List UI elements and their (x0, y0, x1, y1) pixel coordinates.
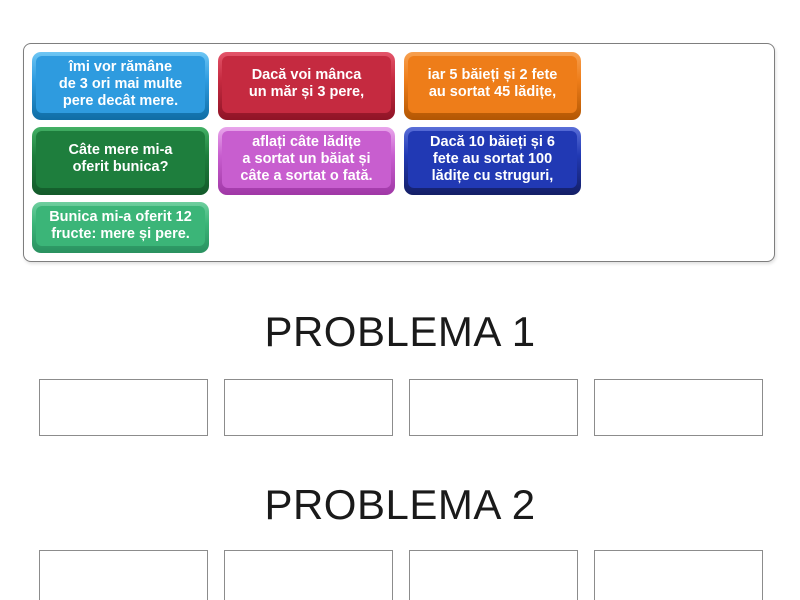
card-tray: îmi vor rămâne de 3 ori mai multe pere d… (23, 43, 775, 262)
word-card-dark-blue[interactable]: Dacă 10 băieți și 6 fete au sortat 100 l… (404, 126, 581, 195)
word-card-text: îmi vor rămâne de 3 ori mai multe pere d… (36, 56, 205, 113)
problema-1-slots-row (39, 378, 763, 436)
word-card-orange[interactable]: iar 5 băieți și 2 fete au sortat 45 lădi… (404, 52, 581, 120)
word-card-pink[interactable]: aflați câte lădițe a sortat un băiat și … (218, 126, 395, 195)
word-card-text: aflați câte lădițe a sortat un băiat și … (222, 130, 391, 188)
word-card-text: iar 5 băieți și 2 fete au sortat 45 lădi… (408, 56, 577, 113)
answer-slot[interactable] (594, 378, 763, 436)
word-card-teal-green[interactable]: Bunica mi-a oferit 12 fructe: mere și pe… (32, 201, 209, 253)
answer-slot[interactable] (224, 378, 393, 436)
word-card-text: Câte mere mi-a oferit bunica? (36, 130, 205, 188)
group-title-problema-2: PROBLEMA 2 (264, 480, 536, 528)
problema-2-slots-row (39, 549, 763, 600)
word-card-text: Bunica mi-a oferit 12 fructe: mere și pe… (36, 205, 205, 246)
answer-slot[interactable] (39, 378, 208, 436)
answer-slot[interactable] (409, 378, 578, 436)
answer-slot[interactable] (39, 549, 208, 600)
word-card-red[interactable]: Dacă voi mânca un măr și 3 pere, (218, 52, 395, 120)
word-card-text: Dacă 10 băieți și 6 fete au sortat 100 l… (408, 130, 577, 188)
word-card-dark-green[interactable]: Câte mere mi-a oferit bunica? (32, 126, 209, 195)
answer-slot[interactable] (224, 549, 393, 600)
word-card-text: Dacă voi mânca un măr și 3 pere, (222, 56, 391, 113)
answer-slot[interactable] (409, 549, 578, 600)
group-title-problema-1: PROBLEMA 1 (264, 307, 536, 355)
answer-slot[interactable] (594, 549, 763, 600)
word-card-blue[interactable]: îmi vor rămâne de 3 ori mai multe pere d… (32, 52, 209, 120)
